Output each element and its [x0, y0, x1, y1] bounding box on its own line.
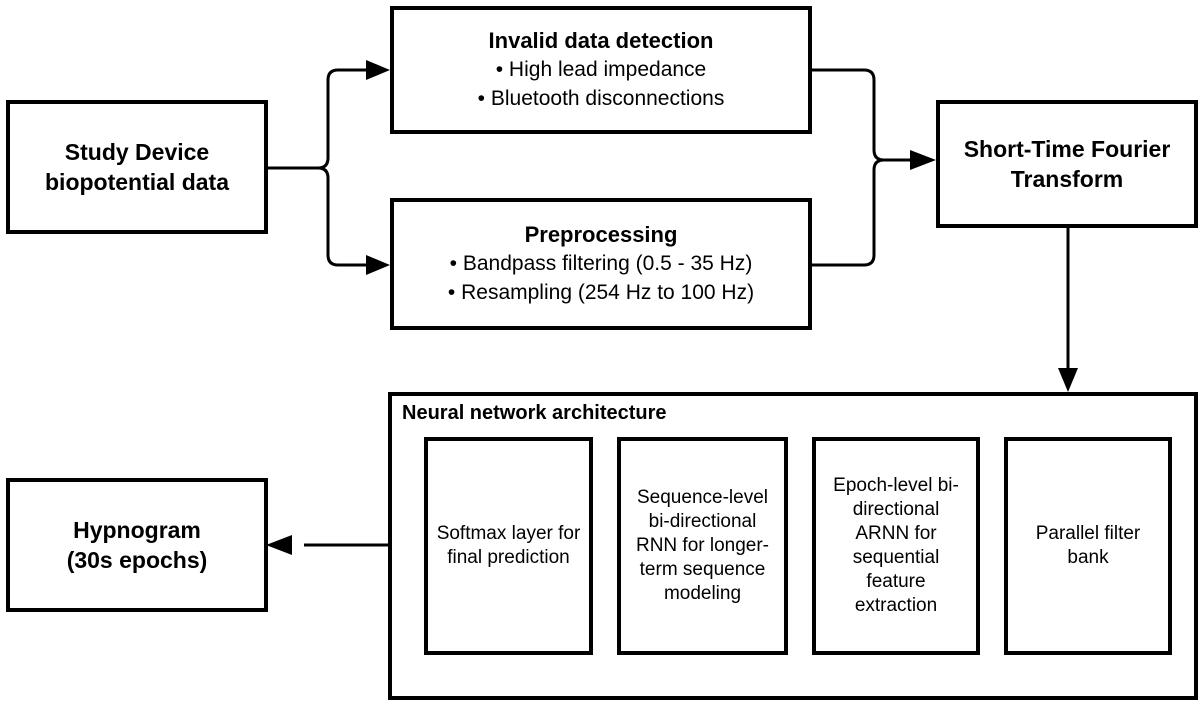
filter-bank-label: Parallel filter bank [1035, 523, 1141, 568]
softmax-label: Softmax layer for final prediction [436, 523, 581, 568]
nn-block-softmax: Softmax layer for final prediction [424, 437, 593, 655]
arrowhead-nn [1058, 368, 1078, 392]
preprocessing-title: Preprocessing [524, 222, 678, 247]
hypnogram-label: Hypnogram (30s epochs) [66, 517, 208, 573]
invalid-data-title: Invalid data detection [488, 28, 714, 53]
arrowhead-preprocessing [366, 255, 390, 275]
sequence-rnn-label: Sequence-level bi-directional RNN for lo… [635, 487, 770, 604]
preprocessing-item-2: • Resampling (254 Hz to 100 Hz) [447, 281, 755, 304]
invalid-data-item-1: • High lead impedance [495, 58, 707, 81]
stft-label: Short-Time Fourier Transform [963, 136, 1171, 192]
nn-block-sequence-rnn: Sequence-level bi-directional RNN for lo… [617, 437, 788, 655]
invalid-data-item-2: • Bluetooth disconnections [477, 87, 725, 110]
study-device-label: Study Device biopotential data [45, 139, 229, 195]
nn-block-filter-bank: Parallel filter bank [1004, 437, 1172, 655]
arrowhead-hypnogram [266, 535, 292, 555]
epoch-arnn-label: Epoch-level bi-directional ARNN for sequ… [833, 475, 959, 616]
arrowhead-stft [910, 150, 936, 170]
node-hypnogram: Hypnogram (30s epochs) [6, 478, 268, 612]
node-stft: Short-Time Fourier Transform [936, 100, 1198, 228]
node-study-device: Study Device biopotential data [6, 100, 268, 234]
node-preprocessing: Preprocessing • Bandpass filtering (0.5 … [390, 198, 812, 330]
nn-block-epoch-arnn: Epoch-level bi-directional ARNN for sequ… [812, 437, 980, 655]
neural-network-title: Neural network architecture [402, 402, 667, 424]
preprocessing-item-1: • Bandpass filtering (0.5 - 35 Hz) [449, 252, 753, 275]
arrowhead-invalid [366, 60, 390, 80]
connector-merge [810, 68, 912, 267]
connector-split [266, 68, 372, 267]
node-invalid-data-detection: Invalid data detection • High lead imped… [390, 6, 812, 134]
